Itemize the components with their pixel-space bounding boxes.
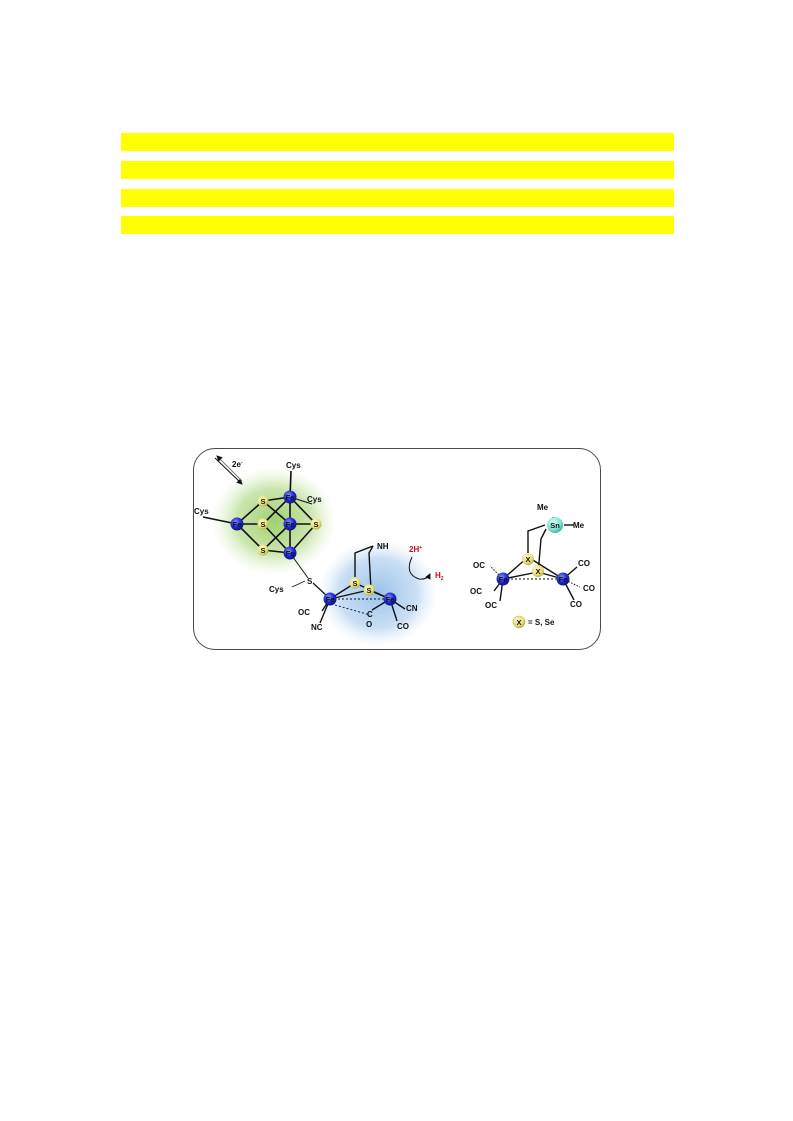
tin-atom: Sn xyxy=(547,517,563,533)
svg-text:Sn: Sn xyxy=(550,521,560,530)
cys-label-top: Cys xyxy=(286,461,301,470)
svg-text:Fe: Fe xyxy=(499,575,508,584)
x-atom-1: X xyxy=(522,553,534,565)
figure-svg: 2e- Fe Fe Fe Fe S S S S Cys Cys Cys Cys … xyxy=(194,455,595,647)
x-atom-2: X xyxy=(532,565,544,577)
tin-complex-fe-2: Fe xyxy=(556,572,570,586)
svg-text:Fe: Fe xyxy=(286,520,295,529)
svg-text:Fe: Fe xyxy=(286,493,295,502)
cys-label-bottom: Cys xyxy=(269,585,284,594)
svg-text:S: S xyxy=(352,579,357,588)
ligand-oc-left: OC xyxy=(298,608,310,617)
ligand-bridge-c: C xyxy=(367,610,373,619)
ligand-nc-left: NC xyxy=(311,623,323,632)
cubane-atom-fe-3: Fe xyxy=(283,517,297,531)
svg-text:Fe: Fe xyxy=(326,595,335,604)
ligand-cn-right: CN xyxy=(406,604,418,613)
svg-text:Fe: Fe xyxy=(233,520,242,529)
ligand-co-right: CO xyxy=(397,622,409,631)
proton-reduction-arrow-icon xyxy=(408,556,431,580)
cubane-atom-fe-2: Fe xyxy=(283,490,297,504)
electron-label: 2e- xyxy=(232,460,243,469)
active-site-s-2: S xyxy=(363,584,375,596)
active-site-s-1: S xyxy=(349,577,361,589)
cubane-atom-s-3: S xyxy=(257,544,269,556)
active-site-fe-2: Fe xyxy=(383,592,397,606)
ligand-oc-upper-left: OC xyxy=(473,561,485,570)
svg-text:X: X xyxy=(525,555,530,564)
svg-text:X: X xyxy=(516,618,521,627)
cubane-atom-s-1: S xyxy=(257,495,269,507)
cubane-atom-fe-4: Fe xyxy=(283,546,297,560)
ligand-oc-mid-left: OC xyxy=(470,587,482,596)
ligand-co-upper-right: CO xyxy=(578,559,590,568)
hydrogen-label: H2 xyxy=(435,571,444,582)
amine-nh-label: NH xyxy=(377,542,389,551)
svg-text:S: S xyxy=(313,520,318,529)
ligand-oc-lower-left: OC xyxy=(485,601,497,610)
highlighted-text-line-4 xyxy=(121,216,674,234)
tin-complex-bonds xyxy=(493,517,578,602)
bridging-sulfur-label: S xyxy=(307,577,313,586)
legend-text: = S, Se xyxy=(528,618,555,627)
proton-label: 2H+ xyxy=(409,545,422,554)
hydrogenase-scheme-figure: 2e- Fe Fe Fe Fe S S S S Cys Cys Cys Cys … xyxy=(193,448,601,650)
highlighted-text-line-3 xyxy=(121,189,674,207)
highlighted-text-line-1 xyxy=(121,133,674,151)
svg-text:S: S xyxy=(260,546,265,555)
ligand-bridge-o: O xyxy=(366,620,372,629)
cubane-atom-s-2: S xyxy=(257,518,269,530)
svg-text:S: S xyxy=(260,497,265,506)
svg-text:S: S xyxy=(366,586,371,595)
methyl-label-right: Me xyxy=(573,521,585,530)
active-site-fe-1: Fe xyxy=(323,592,337,606)
svg-text:S: S xyxy=(260,520,265,529)
cubane-atom-fe-1: Fe xyxy=(230,517,244,531)
svg-text:X: X xyxy=(535,567,540,576)
svg-text:Fe: Fe xyxy=(386,595,395,604)
methyl-label-top: Me xyxy=(537,503,549,512)
legend-x-atom: X xyxy=(512,615,526,629)
highlighted-text-line-2 xyxy=(121,161,674,179)
cubane-cluster-glow xyxy=(212,467,336,575)
ligand-co-lower-right: CO xyxy=(570,600,582,609)
electron-transfer-arrow-icon xyxy=(214,455,243,485)
svg-text:Fe: Fe xyxy=(286,549,295,558)
cys-label-left: Cys xyxy=(194,507,209,516)
cubane-atom-s-4: S xyxy=(310,518,322,530)
tin-complex-fe-1: Fe xyxy=(496,572,510,586)
cys-label-right: Cys xyxy=(307,495,322,504)
ligand-co-mid-right: CO xyxy=(583,584,595,593)
svg-text:Fe: Fe xyxy=(559,575,568,584)
